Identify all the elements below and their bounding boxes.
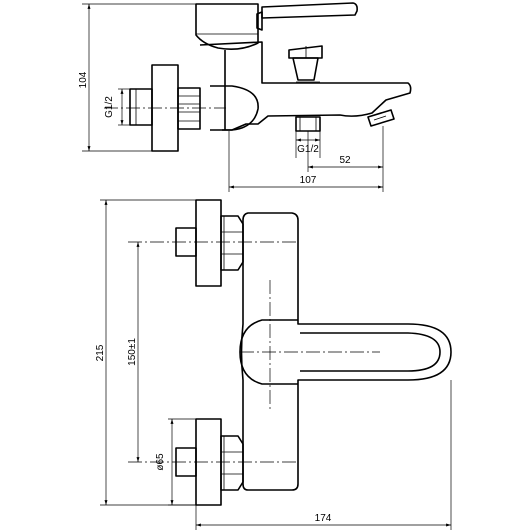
eccentric-connector (210, 85, 259, 131)
valve-body (199, 41, 412, 131)
dim-side-depth: 107 (300, 175, 317, 186)
dim-flange-diameter: ø65 (155, 453, 166, 471)
lever-handle (261, 2, 358, 19)
side-view-dimensions: 104 G1/2 G1/2 52 107 (78, 3, 384, 192)
front-upper-flange (195, 199, 222, 287)
side-view (104, 2, 412, 152)
dim-center-distance: 150±1 (127, 338, 138, 366)
inlet-pipe (129, 88, 153, 126)
dim-side-height: 104 (78, 71, 89, 88)
dim-spout-offset: 52 (339, 155, 351, 166)
front-view-dimensions: 215 150±1 ø65 174 (95, 199, 452, 530)
dim-total-width: 174 (315, 513, 332, 524)
dim-inlet-thread: G1/2 (104, 96, 115, 118)
front-body (240, 212, 452, 491)
dim-total-height: 215 (95, 344, 106, 361)
diverter-knob (288, 45, 323, 59)
front-view (128, 199, 452, 506)
hex-nut (177, 87, 201, 130)
cartridge-cap (195, 3, 259, 50)
front-handle-plate (300, 332, 441, 372)
spout-outlet (367, 109, 395, 127)
